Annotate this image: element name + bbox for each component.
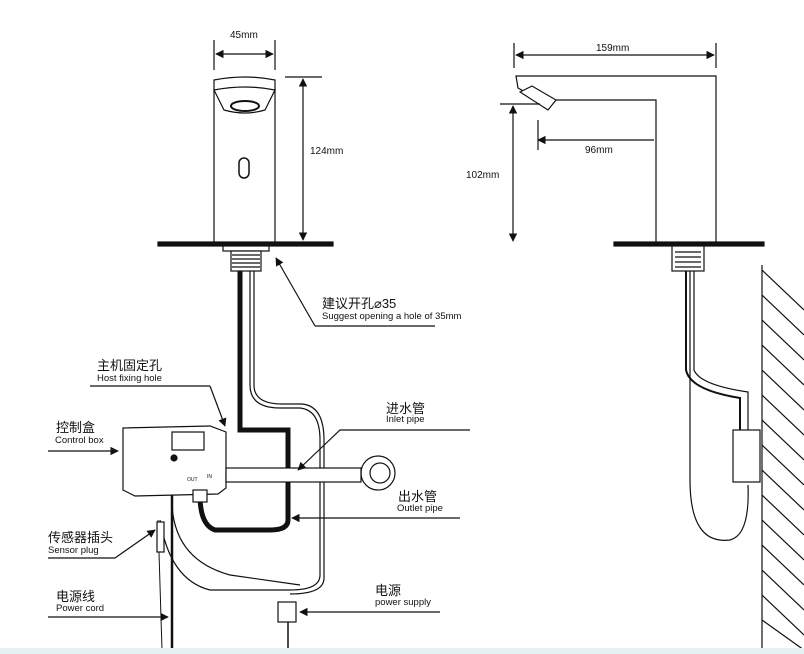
label-power-cord-zh: 电源线	[56, 589, 96, 604]
label-inlet-en: Inlet pipe	[386, 414, 425, 425]
hoses	[156, 271, 325, 651]
label-outlet-en: Outlet pipe	[397, 503, 443, 514]
label-inlet-zh: 进水管	[386, 401, 426, 416]
dim-height-side: 102mm	[466, 170, 500, 181]
label-host-fixing-zh: 主机固定孔	[97, 358, 163, 373]
label-outlet-zh: 出水管	[398, 489, 438, 504]
dim-width-front: 45mm	[230, 30, 258, 41]
label-hole-zh: 建议开孔⌀35	[322, 296, 397, 311]
bottom-strip	[0, 648, 804, 654]
dim-spout-reach: 96mm	[585, 145, 613, 156]
leader-lines	[48, 385, 470, 622]
box-out-label: OUT	[187, 477, 198, 483]
front-faucet	[157, 40, 435, 327]
label-power-supply-en: power supply	[375, 597, 431, 608]
label-control-box-en: Control box	[55, 435, 104, 446]
label-hole-en: Suggest opening a hole of 35mm	[322, 311, 462, 322]
box-in-label: IN	[207, 474, 212, 480]
dim-length-side: 159mm	[596, 43, 630, 54]
label-host-fixing-en: Host fixing hole	[97, 373, 162, 384]
label-power-supply-zh: 电源	[375, 583, 402, 598]
side-faucet	[500, 43, 804, 651]
label-control-box-zh: 控制盒	[56, 420, 96, 435]
label-power-cord-en: Power cord	[56, 603, 105, 614]
label-sensor-plug-zh: 传感器插头	[48, 530, 114, 545]
control-box	[122, 425, 396, 503]
label-sensor-plug-en: Sensor plug	[48, 545, 99, 556]
dim-height-front: 124mm	[310, 146, 344, 157]
